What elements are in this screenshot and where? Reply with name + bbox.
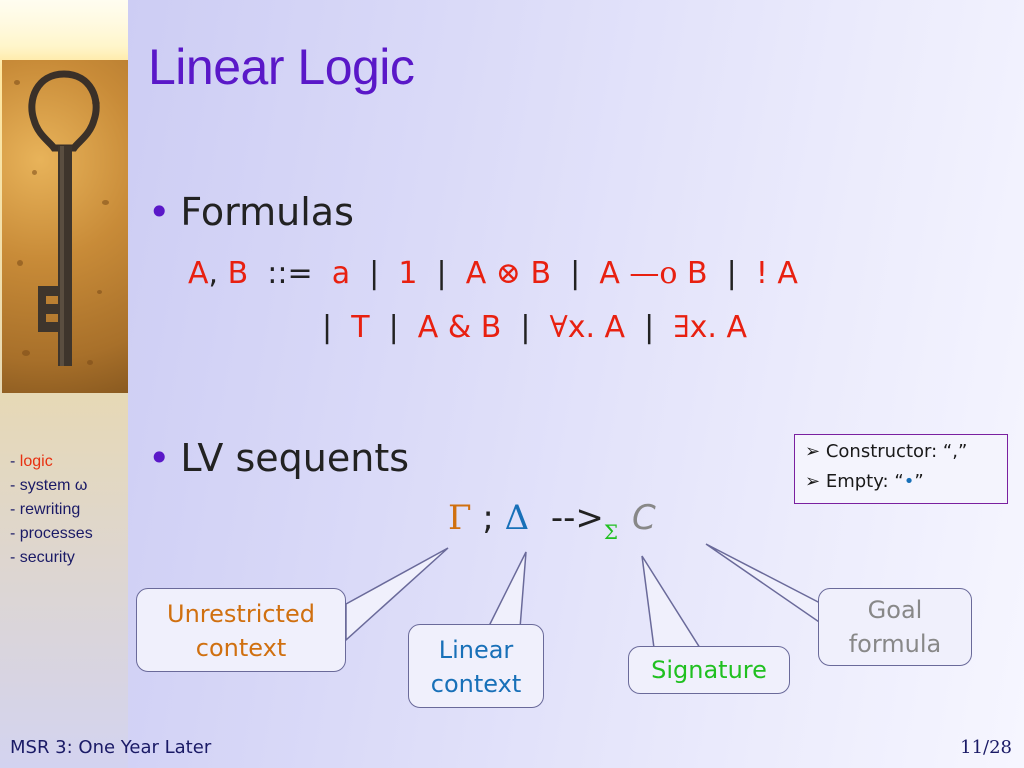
- callout-linear-context: Linear context: [408, 624, 544, 708]
- goal-symbol: C: [632, 498, 656, 538]
- sigma-subscript: Σ: [603, 520, 619, 544]
- grammar-token: A: [188, 256, 209, 291]
- callout-signature: Signature: [628, 646, 790, 694]
- grammar-token: |: [551, 256, 600, 291]
- pointer-linear: [486, 551, 527, 629]
- grammar-token: |: [417, 256, 466, 291]
- pointer-signature: [641, 555, 702, 649]
- sidebar-fade: [0, 0, 128, 60]
- toc-item-label: processes: [19, 525, 93, 542]
- grammar-token: —o: [629, 256, 678, 291]
- toc-item-3[interactable]: - processes: [10, 522, 93, 546]
- grammar-token: 1: [398, 256, 418, 291]
- callout-text: Linear context: [430, 636, 522, 698]
- sequent-arrow: -->: [529, 498, 604, 538]
- note-empty-prefix: Empty: “: [825, 471, 904, 492]
- table-of-contents: - logic- system ω- rewriting- processes-…: [10, 450, 93, 570]
- key-photo: [2, 60, 128, 393]
- arrow-right-icon: ➢: [805, 441, 821, 462]
- bullet-dot-icon: •: [148, 190, 171, 234]
- toc-item-prefix: -: [10, 549, 20, 566]
- grammar-line-2: | T | A & B | ∀x. A | ∃x. A: [322, 310, 747, 345]
- note-item-empty: ➢ Empty: “•”: [805, 471, 924, 492]
- toc-item-label: system ω: [19, 477, 88, 494]
- empty-dot-icon: •: [903, 471, 915, 492]
- grammar-token: A & B: [417, 310, 502, 345]
- pointer-unrestricted: [345, 547, 449, 642]
- toc-item-label: logic: [19, 453, 53, 470]
- grammar-token: B: [227, 256, 249, 291]
- grammar-token: |: [369, 310, 418, 345]
- grammar-token: ∃: [673, 310, 690, 345]
- toc-item-2[interactable]: - rewriting: [10, 498, 93, 522]
- gamma-symbol: Γ: [448, 498, 472, 538]
- grammar-token: |: [707, 256, 756, 291]
- bullet-label: Formulas: [180, 190, 354, 234]
- grammar-token: B: [520, 256, 552, 291]
- callout-goal-formula: Goal formula: [818, 588, 972, 666]
- callout-unrestricted-context: Unrestricted context: [136, 588, 346, 672]
- callout-text: Unrestricted context: [167, 600, 315, 662]
- grammar-token: |: [501, 310, 550, 345]
- grammar-token: ! A: [755, 256, 798, 291]
- toc-item-prefix: -: [10, 525, 20, 542]
- pointer-goal: [705, 543, 823, 626]
- grammar-token: A: [599, 256, 630, 291]
- arrow-right-icon: ➢: [805, 471, 821, 492]
- toc-item-1[interactable]: - system ω: [10, 474, 93, 498]
- delta-symbol: Δ: [504, 498, 530, 538]
- note-constructor-text: Constructor: “,”: [825, 441, 968, 462]
- grammar-token: x. A: [689, 310, 747, 345]
- toc-item-prefix: -: [10, 501, 20, 518]
- grammar-token: ⊗: [495, 256, 521, 291]
- bullet-lv-sequents: •LV sequents: [148, 436, 409, 480]
- grammar-token: |: [350, 256, 399, 291]
- bullet-formulas: •Formulas: [148, 190, 354, 234]
- toc-item-prefix: -: [10, 477, 20, 494]
- grammar-line-1: A, B ::= a | 1 | A ⊗ B | A —o B | ! A: [188, 256, 798, 291]
- page-number: 11/28: [960, 737, 1012, 758]
- toc-item-label: rewriting: [19, 501, 81, 518]
- grammar-token: |: [625, 310, 674, 345]
- grammar-token: A: [465, 256, 496, 291]
- sidebar: - logic- system ω- rewriting- processes-…: [0, 0, 128, 768]
- callout-text: Signature: [651, 656, 767, 684]
- sequent-semicolon: ;: [471, 498, 505, 538]
- grammar-token: a: [331, 256, 351, 291]
- toc-item-4[interactable]: - security: [10, 546, 93, 570]
- grammar-token: ::=: [248, 256, 332, 291]
- grammar-token: x. A: [567, 310, 626, 345]
- bullet-dot-icon: •: [148, 436, 171, 480]
- toc-item-label: security: [19, 549, 75, 566]
- note-empty-suffix: ”: [914, 471, 924, 492]
- callout-text: Goal formula: [848, 596, 942, 658]
- toc-item-0[interactable]: - logic: [10, 450, 93, 474]
- key-icon: [28, 70, 100, 366]
- note-item-constructor: ➢ Constructor: “,”: [805, 441, 967, 462]
- constructor-note: ➢ Constructor: “,” ➢ Empty: “•”: [794, 434, 1008, 504]
- grammar-token: T: [351, 310, 370, 345]
- slide-title: Linear Logic: [148, 39, 415, 95]
- toc-item-prefix: -: [10, 453, 20, 470]
- grammar-token: |: [322, 310, 352, 345]
- footer-title: MSR 3: One Year Later: [10, 737, 212, 758]
- grammar-token: ∀: [549, 310, 568, 345]
- grammar-token: ,: [208, 256, 228, 291]
- grammar-token: B: [677, 256, 708, 291]
- bullet-label: LV sequents: [180, 436, 410, 480]
